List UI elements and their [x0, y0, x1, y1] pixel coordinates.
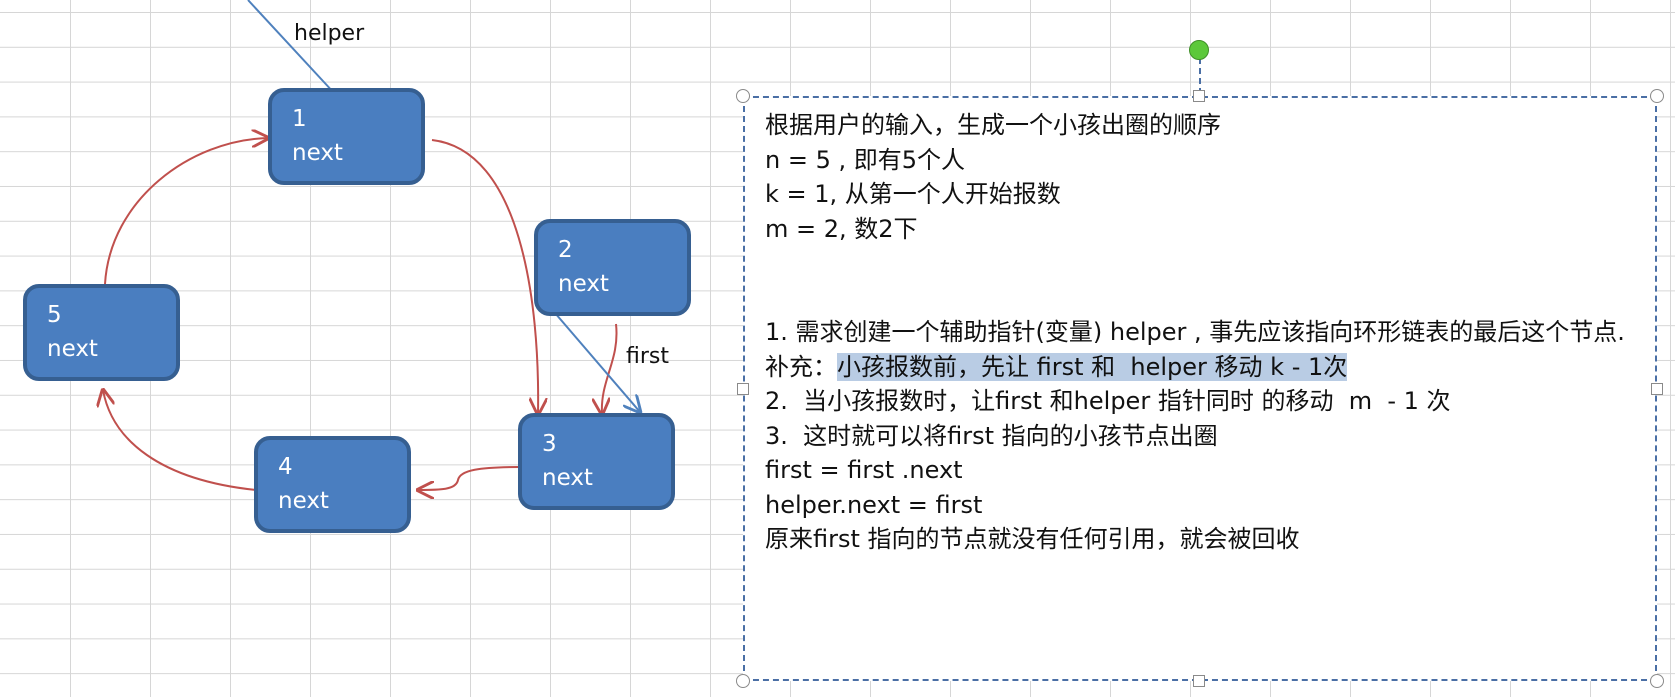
resize-handle-right[interactable] — [1651, 383, 1663, 395]
first-label: first — [626, 344, 669, 369]
circular-list-diagram — [0, 0, 740, 697]
link-4-to-5 — [103, 390, 257, 491]
text-conclusion: 原来first 指向的节点就没有任何引用，就会被回收 — [765, 525, 1300, 553]
node-5: 5 next — [23, 284, 180, 381]
link-5-to-1 — [104, 138, 268, 285]
supplement-highlight: 小孩报数前，先让 first 和 helper 移动 k - 1次 — [837, 352, 1348, 381]
resize-handle-top-right[interactable] — [1650, 89, 1664, 103]
text-code-2: helper.next = first — [765, 490, 983, 519]
resize-handle-top[interactable] — [1193, 90, 1205, 102]
text-supplement: 补充：小孩报数前，先让 first 和 helper 移动 k - 1次 — [765, 350, 1637, 385]
text-line-n: n = 5 , 即有5个人 — [765, 145, 966, 174]
node-2-next: next — [558, 271, 609, 297]
helper-label: helper — [294, 21, 365, 46]
node-1: 1 next — [268, 88, 425, 185]
explanation-textbox[interactable]: 根据用户的输入，生成一个小孩出圈的顺序 n = 5 , 即有5个人 k = 1,… — [743, 96, 1657, 681]
text-line-k: k = 1, 从第一个人开始报数 — [765, 180, 1061, 208]
text-step-2: 2. 当小孩报数时，让first 和helper 指针同时 的移动 m - 1 … — [765, 387, 1451, 415]
resize-handle-left[interactable] — [737, 383, 749, 395]
blank-gap — [765, 246, 1637, 315]
node-1-next: next — [292, 140, 343, 166]
text-code-1: first = first .next — [765, 456, 963, 484]
node-2-value: 2 — [558, 237, 573, 263]
resize-handle-bottom-right[interactable] — [1650, 674, 1664, 688]
node-5-next: next — [47, 336, 98, 362]
node-3-value: 3 — [542, 431, 557, 457]
text-line-title: 根据用户的输入，生成一个小孩出圈的顺序 — [765, 111, 1221, 139]
link-1-to-3 — [431, 139, 538, 414]
node-1-value: 1 — [292, 106, 307, 132]
explanation-content: 根据用户的输入，生成一个小孩出圈的顺序 n = 5 , 即有5个人 k = 1,… — [765, 108, 1637, 557]
node-4-value: 4 — [278, 454, 293, 480]
node-3: 3 next — [518, 413, 675, 510]
rotate-handle-stem — [1199, 58, 1201, 94]
supplement-prefix: 补充： — [765, 352, 837, 381]
node-2: 2 next — [534, 219, 691, 316]
node-5-value: 5 — [47, 302, 62, 328]
text-line-m: m = 2, 数2下 — [765, 214, 918, 243]
text-step-3: 3. 这时就可以将first 指向的小孩节点出圈 — [765, 421, 1218, 450]
node-4-next: next — [278, 488, 329, 514]
node-4: 4 next — [254, 436, 411, 533]
helper-pointer-line — [247, 0, 336, 95]
resize-handle-bottom[interactable] — [1193, 675, 1205, 687]
first-pointer-line — [548, 305, 640, 412]
node-3-next: next — [542, 465, 593, 491]
resize-handle-top-left[interactable] — [736, 89, 750, 103]
text-step-1: 1. 需求创建一个辅助指针(变量) helper , 事先应该指向环形链表的最后… — [765, 318, 1625, 346]
link-3-to-4 — [418, 466, 521, 490]
resize-handle-bottom-left[interactable] — [736, 674, 750, 688]
rotate-handle[interactable] — [1189, 40, 1209, 60]
link-2-to-3 — [602, 323, 618, 414]
